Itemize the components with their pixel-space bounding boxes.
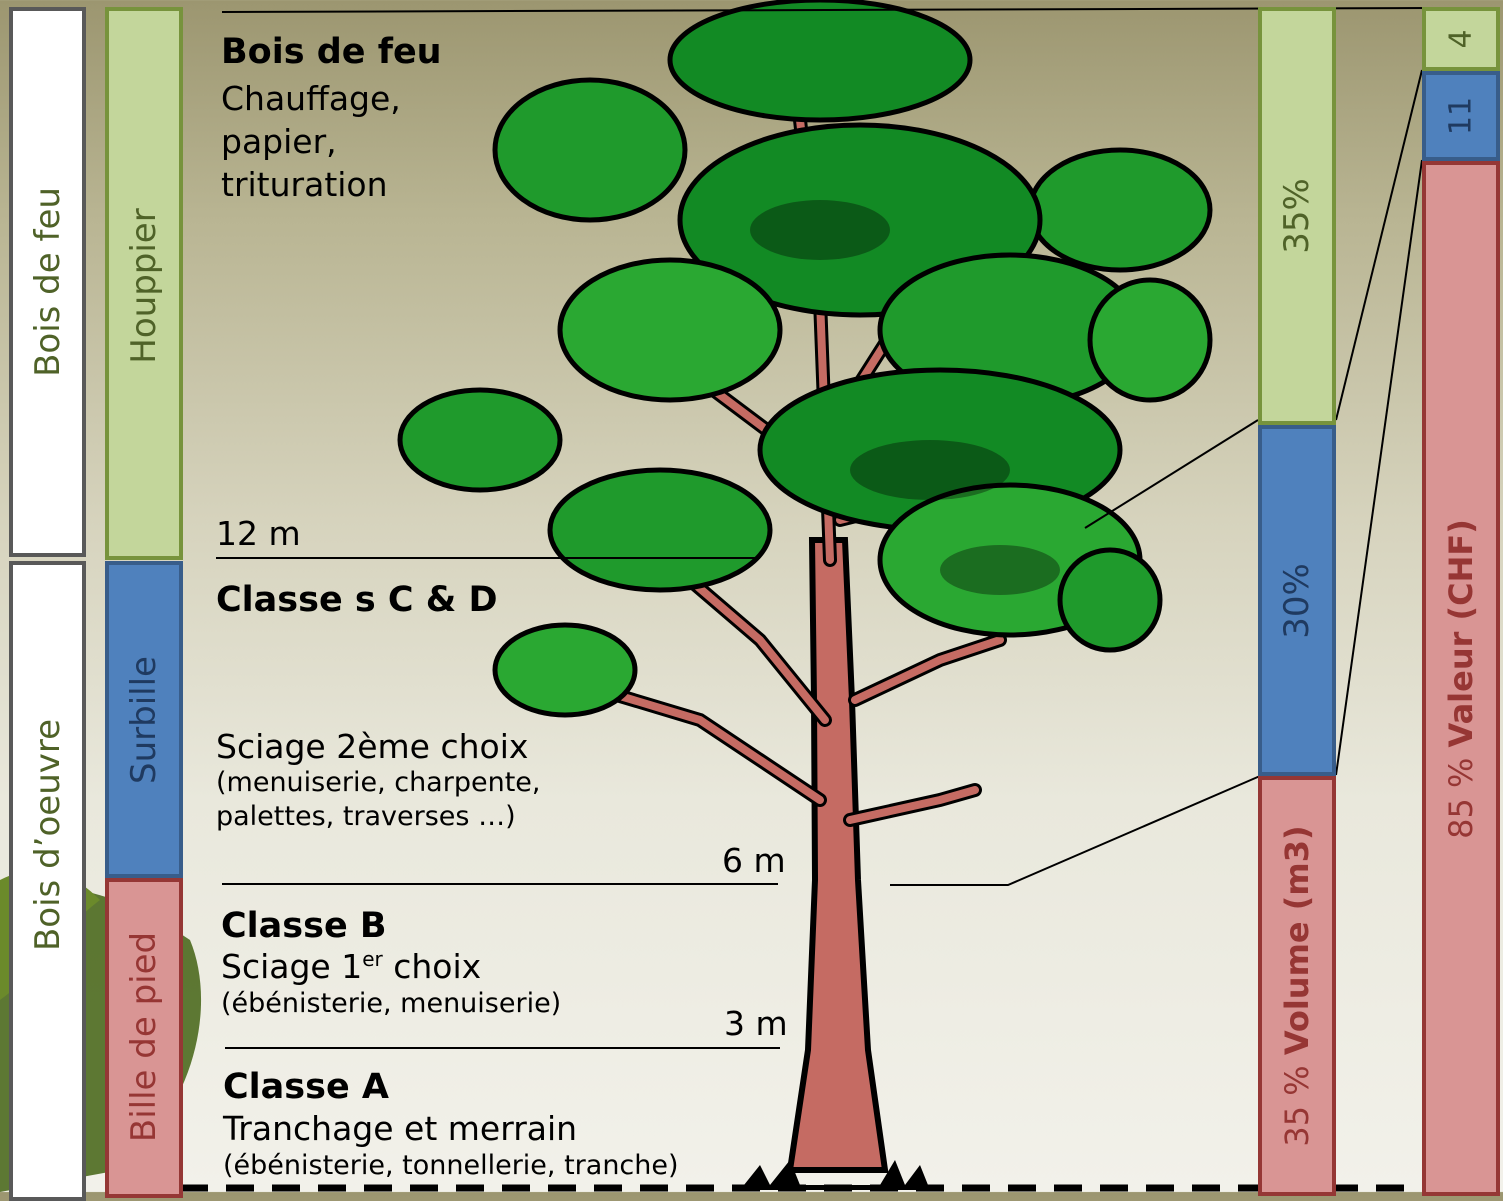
usage-timber-bar: Bois d’oeuvre (9, 561, 86, 1201)
class-cd-title: Classe s C & D (216, 580, 498, 620)
section-crown-bar: Houppier (105, 7, 183, 560)
volume-butt-segment: 35 % Volume (m3) (1258, 776, 1336, 1196)
class-b-line2: (ébénisterie, menuiserie) (221, 988, 562, 1019)
value-upper-segment: 11 (1422, 71, 1500, 161)
section-crown-label: Houppier (124, 208, 164, 364)
volume-crown-pct: 35% (1277, 178, 1317, 254)
section-upper-log-label: Surbille (124, 655, 164, 784)
value-butt-segment: 85 % Valeur (CHF) (1422, 161, 1500, 1196)
section-upper-log-bar: Surbille (105, 561, 183, 878)
volume-crown-segment: 35% (1258, 7, 1336, 425)
value-crown-segment: 4 (1422, 7, 1500, 71)
usage-timber-label: Bois d’oeuvre (27, 718, 68, 952)
value-caption: 85 % Valeur (CHF) (1442, 518, 1480, 839)
class-a-line1: Tranchage et merrain (223, 1109, 578, 1148)
class-a-title: Classe A (223, 1067, 389, 1107)
value-crown-amount: 4 (1443, 29, 1479, 49)
crown-line2: papier, (221, 122, 337, 161)
section-butt-log-bar: Bille de pied (105, 878, 183, 1198)
crown-line3: trituration (221, 165, 388, 204)
height-6m: 6 m (722, 841, 786, 880)
section-butt-log-label: Bille de pied (124, 931, 164, 1143)
volume-upper-segment: 30% (1258, 425, 1336, 776)
class-cd-line2: (menuiserie, charpente, (216, 767, 541, 798)
volume-caption: 35 % Volume (m3) (1278, 825, 1316, 1147)
class-cd-line1: Sciage 2ème choix (216, 727, 529, 766)
crown-line1: Chauffage, (221, 79, 401, 118)
class-b-title: Classe B (221, 906, 387, 946)
class-a-line2: (ébénisterie, tonnellerie, tranche) (223, 1150, 679, 1181)
volume-upper-pct: 30% (1277, 562, 1317, 639)
class-b-line1: Sciage 1er choix (221, 947, 482, 986)
height-12m: 12 m (216, 514, 301, 553)
usage-firewood-bar: Bois de feu (9, 7, 86, 557)
value-upper-amount: 11 (1443, 96, 1479, 136)
crown-title: Bois de feu (221, 32, 442, 72)
height-3m: 3 m (724, 1004, 788, 1043)
usage-firewood-label: Bois de feu (27, 187, 68, 377)
class-cd-line3: palettes, traverses …) (216, 801, 516, 832)
